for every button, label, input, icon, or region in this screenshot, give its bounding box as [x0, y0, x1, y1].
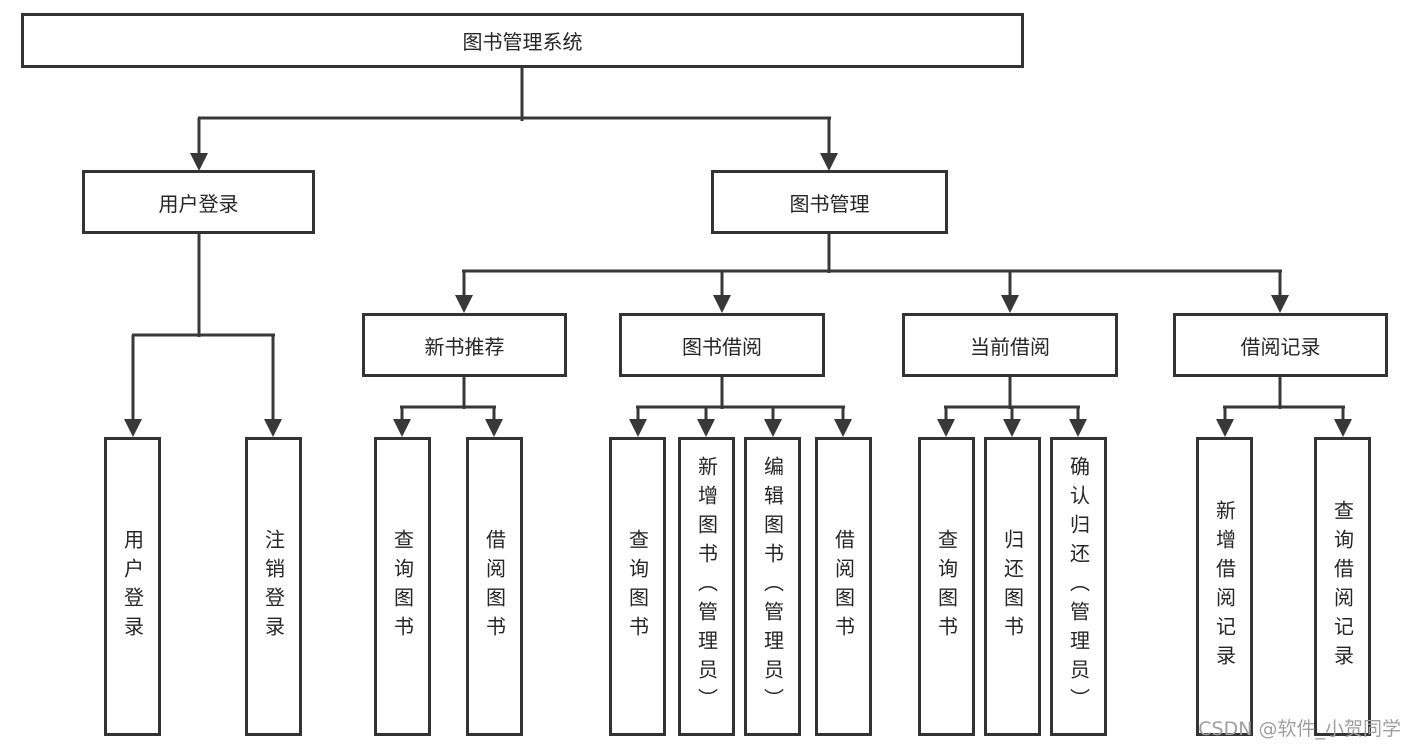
arrowhead-down-icon — [764, 419, 782, 437]
connector-vline — [1076, 407, 1080, 421]
node-user-login: 用户登录 — [82, 170, 315, 234]
leaf-query-borrow-record: 查询借阅记录 — [1314, 437, 1371, 736]
connector-vline — [1008, 377, 1012, 409]
leaf-logout-login: 注销登录 — [245, 437, 302, 736]
arrowhead-down-icon — [1069, 419, 1087, 437]
node-new-book-recommend: 新书推荐 — [362, 313, 567, 377]
node-current-borrowing: 当前借阅 — [902, 313, 1118, 377]
connector-hline — [1223, 405, 1345, 409]
node-library-management-system: 图书管理系统 — [21, 13, 1024, 68]
connector-vline — [271, 335, 275, 421]
arrowhead-down-icon — [1271, 295, 1289, 313]
connector-vline — [1341, 407, 1345, 421]
connector-hline — [132, 333, 275, 337]
arrowhead-down-icon — [264, 419, 282, 437]
arrowhead-down-icon — [1001, 295, 1019, 313]
connector-hline — [462, 269, 1282, 273]
arrowhead-down-icon — [1216, 419, 1234, 437]
arrowhead-down-icon — [937, 419, 955, 437]
watermark: CSDN @软件_小贺同学 — [1198, 718, 1401, 740]
leaf-edit-books-admin: 编辑图书（管理员） — [744, 437, 801, 736]
connector-vline — [704, 407, 708, 421]
connector-vline — [1223, 407, 1227, 421]
leaf-query-books-recommend: 查询图书 — [374, 437, 431, 736]
leaf-return-books: 归还图书 — [984, 437, 1041, 736]
leaf-query-books-current: 查询图书 — [918, 437, 975, 736]
leaf-query-books-borrow: 查询图书 — [609, 437, 666, 736]
connector-vline — [492, 407, 496, 421]
arrowhead-down-icon — [393, 419, 411, 437]
arrowhead-down-icon — [190, 153, 208, 171]
connector-vline — [197, 234, 201, 337]
connector-hline — [198, 116, 831, 120]
connector-hline — [400, 405, 496, 409]
connector-vline — [462, 377, 466, 409]
arrowhead-down-icon — [455, 295, 473, 313]
arrowhead-down-icon — [124, 419, 142, 437]
leaf-user-login: 用户登录 — [104, 437, 161, 736]
connector-vline — [720, 271, 724, 297]
connector-vline — [131, 335, 135, 421]
leaf-confirm-return-admin: 确认归还（管理员） — [1050, 437, 1107, 736]
connector-vline — [841, 407, 845, 421]
connector-vline — [771, 407, 775, 421]
arrowhead-down-icon — [697, 419, 715, 437]
connector-hline — [636, 405, 845, 409]
leaf-borrow-books-recommend: 借阅图书 — [466, 437, 523, 736]
connector-vline — [636, 407, 640, 421]
node-book-management: 图书管理 — [711, 170, 948, 234]
connector-vline — [1010, 407, 1014, 421]
arrowhead-down-icon — [629, 419, 647, 437]
node-book-borrowing: 图书借阅 — [619, 313, 825, 377]
connector-vline — [197, 118, 201, 156]
connector-vline — [1278, 377, 1282, 409]
connector-vline — [400, 407, 404, 421]
connector-vline — [827, 234, 831, 273]
arrowhead-down-icon — [820, 153, 838, 171]
connector-vline — [1278, 271, 1282, 297]
arrowhead-down-icon — [485, 419, 503, 437]
leaf-add-borrow-record: 新增借阅记录 — [1196, 437, 1253, 736]
connector-vline — [1008, 271, 1012, 297]
arrowhead-down-icon — [713, 295, 731, 313]
connector-vline — [462, 271, 466, 297]
arrowhead-down-icon — [834, 419, 852, 437]
connector-vline — [827, 118, 831, 156]
arrowhead-down-icon — [1334, 419, 1352, 437]
node-borrowing-records: 借阅记录 — [1173, 313, 1388, 377]
arrowhead-down-icon — [1003, 419, 1021, 437]
connector-vline — [944, 407, 948, 421]
connector-vline — [520, 68, 524, 121]
connector-vline — [720, 377, 724, 409]
leaf-borrow-books: 借阅图书 — [815, 437, 872, 736]
leaf-add-books-admin: 新增图书（管理员） — [678, 437, 735, 736]
